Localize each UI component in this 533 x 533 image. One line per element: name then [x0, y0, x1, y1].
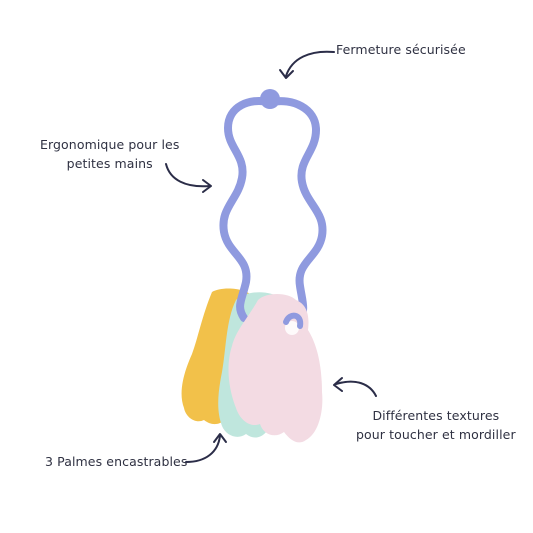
arrow-palms [185, 435, 221, 463]
callout-closure-text: Fermeture sécurisée [336, 42, 466, 57]
callout-closure: Fermeture sécurisée [336, 40, 466, 59]
callout-textures: Différentes textures pour toucher et mor… [356, 406, 516, 444]
arrow-palms-head [213, 433, 227, 443]
pink-palm [228, 294, 323, 443]
callout-palms: 3 Palmes encastrables [45, 452, 187, 471]
callout-ergonomic-line1: Ergonomique pour les [40, 137, 180, 152]
arrow-closure [285, 50, 335, 77]
ergonomic-ring [219, 97, 327, 324]
arrow-closure-head [279, 69, 294, 79]
ring-link [283, 312, 304, 329]
arrow-textures-head [333, 377, 343, 392]
arrow-ergonomic [165, 163, 211, 188]
palm-hole [285, 321, 299, 335]
callout-ergonomic: Ergonomique pour les petites mains [40, 135, 179, 173]
callout-palms-text: 3 Palmes encastrables [45, 454, 188, 469]
callout-textures-line2: pour toucher et mordiller [356, 427, 516, 442]
callout-ergonomic-line2: petites mains [66, 156, 153, 171]
arrow-ergonomic-head [202, 179, 212, 193]
arrow-textures [335, 380, 377, 397]
callout-textures-line1: Différentes textures [372, 408, 500, 423]
